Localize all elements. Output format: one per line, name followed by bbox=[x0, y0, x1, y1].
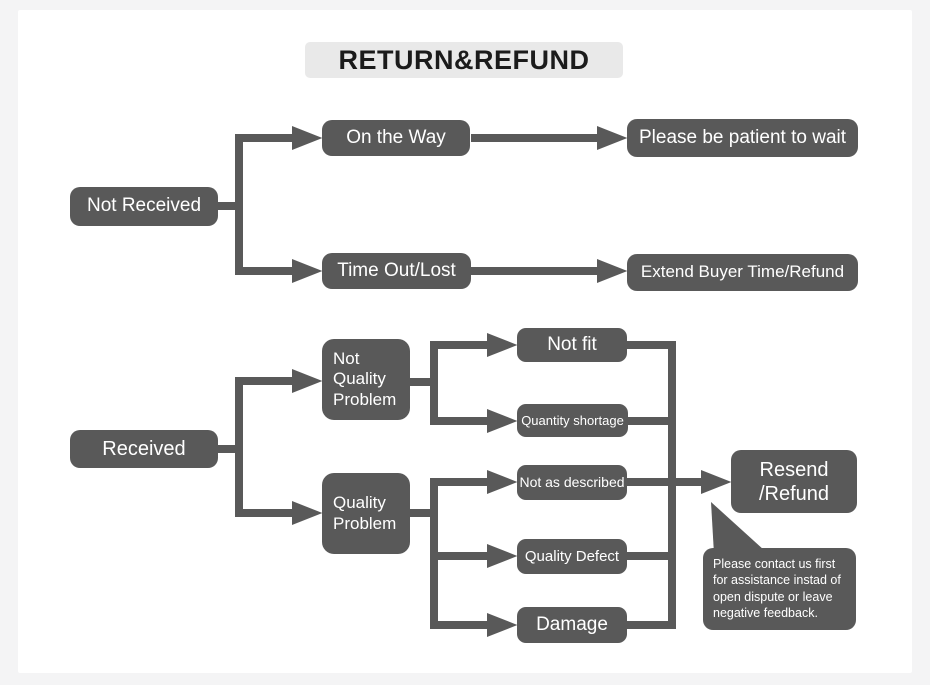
node-not-as-described: Not as described bbox=[517, 465, 627, 500]
node-quality-defect: Quality Defect bbox=[517, 539, 627, 574]
node-not-fit: Not fit bbox=[517, 328, 627, 362]
node-quality-problem: Quality Problem bbox=[322, 473, 410, 554]
node-quantity-shortage: Quantity shortage bbox=[517, 404, 628, 437]
node-received: Received bbox=[70, 430, 218, 468]
node-time-out-lost: Time Out/Lost bbox=[322, 253, 471, 289]
node-on-the-way: On the Way bbox=[322, 120, 470, 156]
node-extend-buyer-time-refund: Extend Buyer Time/Refund bbox=[627, 254, 858, 291]
page-title: RETURN&REFUND bbox=[305, 42, 623, 78]
node-damage: Damage bbox=[517, 607, 627, 643]
note-bubble: Please contact us first for assistance i… bbox=[703, 548, 856, 630]
node-not-received: Not Received bbox=[70, 187, 218, 226]
node-please-be-patient: Please be patient to wait bbox=[627, 119, 858, 157]
node-not-quality-problem: Not Quality Problem bbox=[322, 339, 410, 420]
node-resend-refund: Resend /Refund bbox=[731, 450, 857, 513]
